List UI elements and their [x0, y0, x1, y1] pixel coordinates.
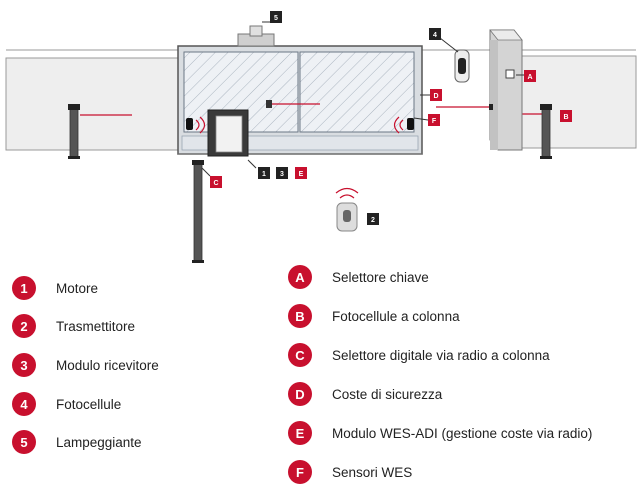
legend-label: Fotocellule a colonna	[332, 308, 460, 324]
callout-E-text: E	[299, 171, 304, 178]
callout-4-text: 4	[433, 32, 437, 39]
callout-5-text: 5	[274, 15, 278, 22]
legend-item-motore: 1 Motore	[12, 275, 98, 301]
legend-badge: B	[288, 304, 312, 328]
legend-badge: C	[288, 343, 312, 367]
callout-A-text: A	[527, 74, 532, 81]
legend-badge: 4	[12, 392, 36, 416]
callout-4: 4	[429, 28, 441, 40]
legend-label: Motore	[56, 280, 99, 296]
callout-2: 2	[367, 213, 379, 225]
left-wall	[5, 49, 183, 151]
callout-B-text: B	[563, 114, 568, 121]
legend-label: Modulo WES-ADI (gestione coste via radio…	[332, 425, 593, 441]
wes-sensor-right	[393, 116, 414, 134]
legend-badge: 1	[12, 276, 36, 300]
callout-F-text: F	[432, 118, 437, 125]
legend-label: Selettore digitale via radio a colonna	[332, 347, 550, 363]
callout-2-text: 2	[371, 217, 375, 224]
legend-item-coste-sicurezza: D Coste di sicurezza	[288, 381, 442, 407]
flashing-light	[237, 21, 275, 47]
right-wall	[420, 49, 637, 149]
callout-A: A	[524, 70, 536, 82]
legend-badge: 3	[12, 353, 36, 377]
legend-badge: A	[288, 265, 312, 289]
legend-badge: F	[288, 460, 312, 484]
legend-label: Selettore chiave	[332, 269, 429, 285]
legend-item-modulo-ricevitore: 3 Modulo ricevitore	[12, 352, 159, 378]
legend-label: Fotocellule	[56, 396, 122, 412]
callout-1: 1	[258, 167, 270, 179]
wes-sensor-left	[186, 116, 206, 134]
legend-item-fotocellule: 4 Fotocellule	[12, 391, 121, 417]
wall-photocell	[439, 37, 470, 83]
legend-label: Trasmettitore	[56, 318, 136, 334]
legend-badge: 2	[12, 314, 36, 338]
digital-selector-column	[192, 160, 211, 263]
callout-C-text: C	[213, 180, 218, 187]
callout-E: E	[295, 167, 307, 179]
column-photocell-left	[68, 104, 80, 159]
legend-label: Modulo ricevitore	[56, 357, 159, 373]
legend-item-lampeggiante: 5 Lampeggiante	[12, 429, 142, 455]
gate-installation-diagram: 5 4 A D F B 1 3 E C 2	[5, 11, 637, 263]
motor-unit	[207, 109, 257, 169]
legend-item-fotocellule-colonna: B Fotocellule a colonna	[288, 303, 460, 329]
callout-B: B	[560, 110, 572, 122]
legend-badge: E	[288, 421, 312, 445]
gate-photocell	[266, 100, 272, 108]
callout-5: 5	[270, 11, 282, 23]
callout-3-text: 3	[280, 171, 284, 178]
legend-item-selettore-chiave: A Selettore chiave	[288, 264, 429, 290]
sliding-gate	[177, 45, 423, 155]
legend-badge: D	[288, 382, 312, 406]
legend-item-modulo-wes-adi: E Modulo WES-ADI (gestione coste via rad…	[288, 420, 592, 446]
callout-3: 3	[276, 167, 288, 179]
legend-label: Coste di sicurezza	[332, 386, 443, 402]
legend-item-selettore-digitale: C Selettore digitale via radio a colonna	[288, 342, 550, 368]
legend-item-sensori-wes: F Sensori WES	[288, 459, 412, 485]
legend-label: Lampeggiante	[56, 434, 142, 450]
callout-D-text: D	[433, 93, 438, 100]
callout-C: C	[210, 176, 222, 188]
legend-label: Sensori WES	[332, 464, 413, 480]
gate-pillar	[489, 29, 523, 151]
callout-leaders	[413, 74, 524, 121]
transmitter-remote	[335, 187, 359, 232]
legend-badge: 5	[12, 430, 36, 454]
callout-D: D	[430, 89, 442, 101]
callout-F: F	[428, 114, 440, 126]
legend-item-trasmettitore: 2 Trasmettitore	[12, 313, 135, 339]
callout-1-text: 1	[262, 171, 266, 178]
column-photocell-right	[540, 104, 552, 159]
